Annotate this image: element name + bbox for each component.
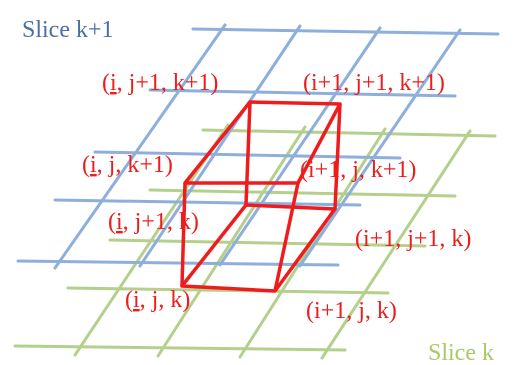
- slice-k-col-line: [156, 125, 307, 358]
- vertex-label-suffix: , j+1, k+1): [117, 70, 219, 96]
- vertex-label-i-j-k1: (i, j, k+1): [82, 152, 173, 178]
- vertex-label-i-j1-k1: (i, j+1, k+1): [102, 70, 218, 96]
- vertex-label-i-j1-k: (i, j+1, k): [108, 209, 199, 235]
- vertex-label-i: i: [116, 209, 123, 235]
- slice-k1-col-line: [218, 26, 382, 267]
- slice-k1-row-line: [16, 259, 340, 267]
- slice-k1-grid: [16, 23, 500, 270]
- slice-k-row-line: [13, 344, 347, 352]
- vertex-label-i1-j1-k1: (i+1, j+1, k+1): [303, 70, 445, 96]
- vertex-label-i: i: [110, 70, 117, 96]
- cube-edge: [180, 182, 187, 287]
- vertex-label-prefix: (: [102, 70, 110, 96]
- slice-top-label: Slice k+1: [22, 17, 114, 43]
- vertex-label-i1-j-k: (i+1, j, k): [306, 298, 397, 324]
- vertex-label-i1-j1-k: (i+1, j+1, k): [355, 226, 471, 252]
- vertex-label-prefix: (: [108, 209, 116, 235]
- vertex-label-suffix: , j, k): [140, 287, 191, 313]
- cube-edge: [244, 101, 252, 206]
- slice-bottom-label: Slice k: [428, 340, 494, 365]
- vertex-label-prefix: (: [125, 287, 133, 313]
- slice-k-row-line: [108, 238, 427, 248]
- slice-k-row-line: [66, 286, 390, 295]
- slice-k-col-line: [320, 129, 472, 360]
- slice-k1-col-line: [53, 23, 227, 270]
- slice-k-row-line: [201, 128, 497, 138]
- vertex-label-i1-j-k1: (i+1, j, k+1): [300, 157, 416, 183]
- slice-k1-col-line: [298, 28, 462, 268]
- vertex-label-i-j-k: (i, j, k): [125, 287, 190, 313]
- voxel-cube: [180, 100, 342, 293]
- slice-k-col-line: [238, 127, 387, 359]
- vertex-label-suffix: , j, k+1): [97, 152, 173, 178]
- cube-edge: [333, 103, 342, 210]
- vertex-label-prefix: (: [82, 152, 90, 178]
- slice-k1-row-line: [191, 27, 500, 36]
- vertex-label-i: i: [90, 152, 97, 178]
- vertex-label-suffix: , j+1, k): [123, 209, 199, 235]
- slice-k-row-line: [148, 188, 457, 198]
- vertex-label-i: i: [133, 287, 140, 313]
- slice-k1-row-line: [53, 198, 362, 207]
- cube-edge: [273, 182, 300, 292]
- slice-k1-col-line: [138, 24, 302, 268]
- slice-k1-row-line: [148, 88, 457, 98]
